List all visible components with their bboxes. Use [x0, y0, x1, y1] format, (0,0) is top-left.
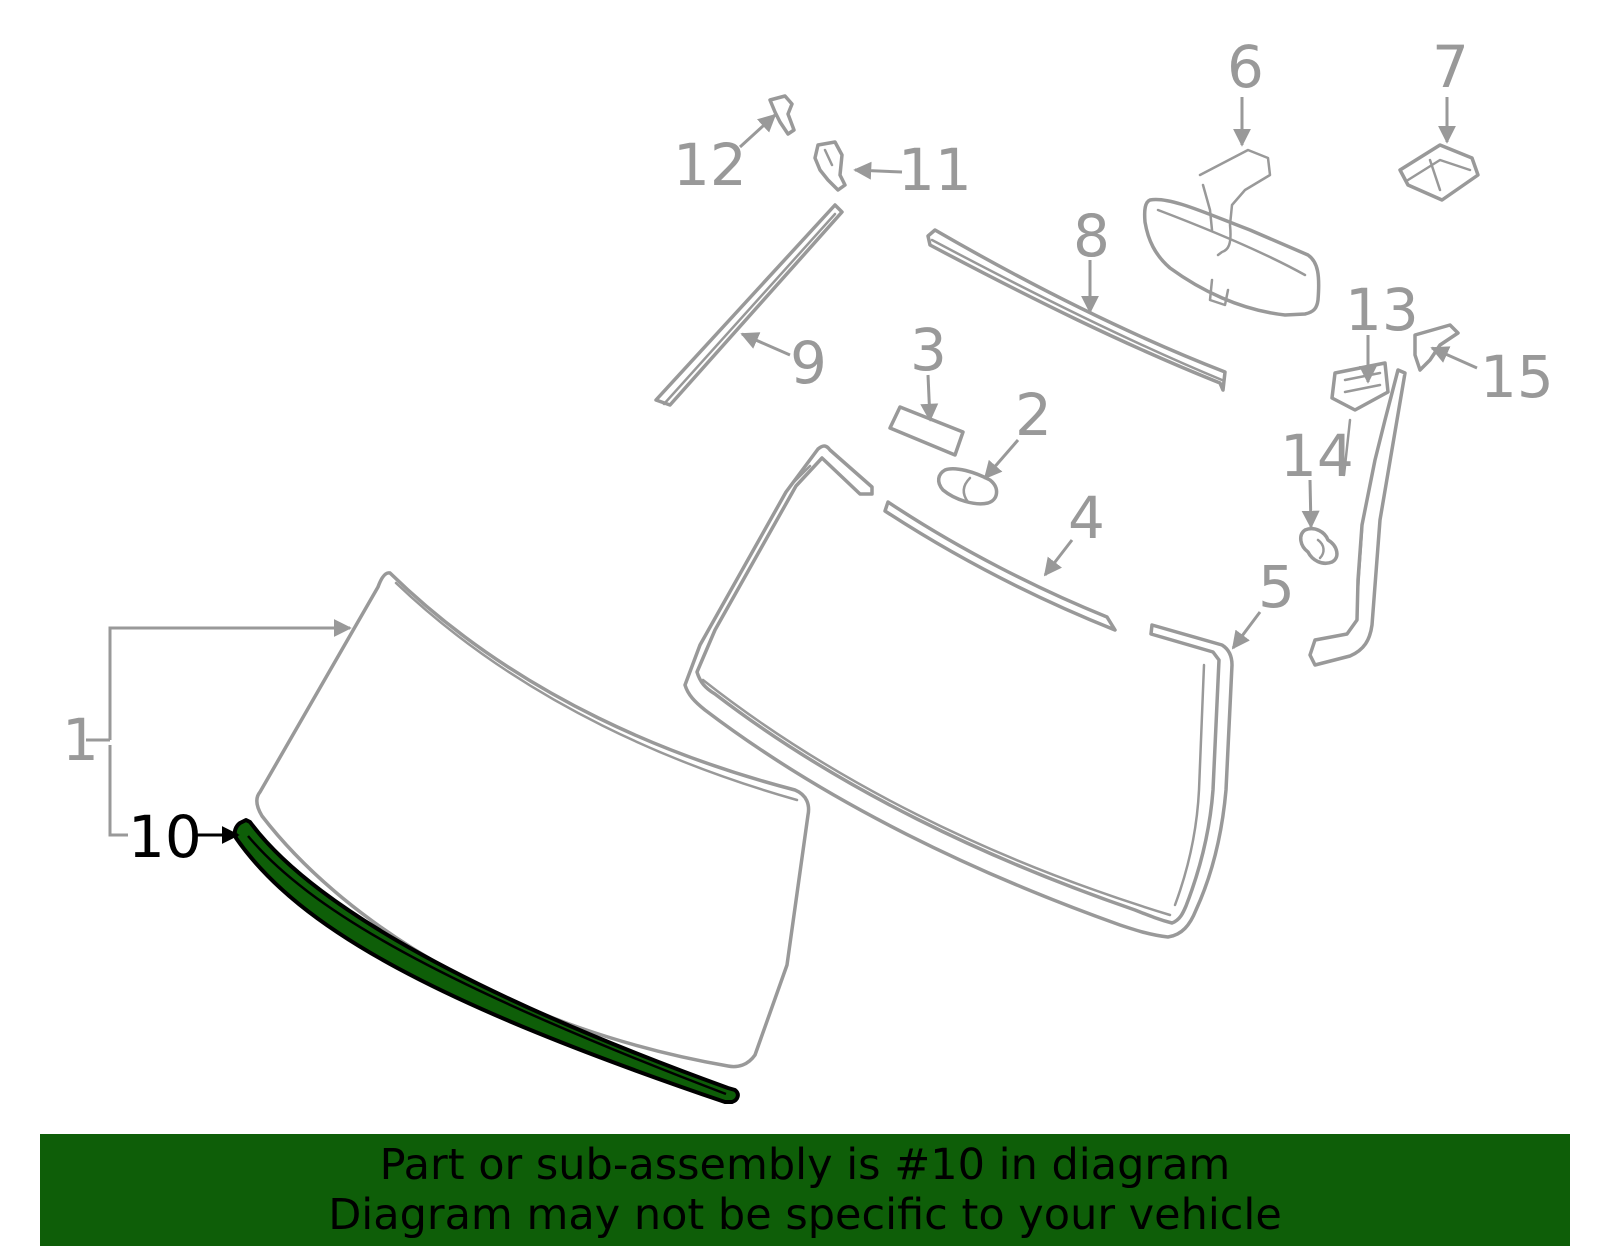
- rearview-mirror-part-6[interactable]: [1142, 148, 1321, 317]
- clip-part-15[interactable]: [1413, 323, 1460, 372]
- bracket-part-13[interactable]: [1330, 361, 1390, 412]
- clip-part-12[interactable]: [768, 94, 796, 136]
- banner-line-2: Diagram may not be specific to your vehi…: [328, 1190, 1282, 1240]
- lower-molding-part-10[interactable]: [232, 818, 740, 1104]
- callout-15: 15: [1480, 343, 1554, 411]
- callout-13: 13: [1345, 276, 1419, 344]
- callout-9: 9: [790, 329, 827, 397]
- callout-4: 4: [1068, 484, 1105, 552]
- windshield-glass[interactable]: [255, 571, 811, 1069]
- upper-molding-part-4[interactable]: [883, 500, 1117, 632]
- callout-2: 2: [1015, 381, 1052, 449]
- windshield-seal-part-5[interactable]: [683, 444, 1234, 939]
- callout-3: 3: [910, 316, 947, 384]
- roof-molding-part-8[interactable]: [926, 228, 1227, 392]
- callout-10: 10: [128, 803, 202, 871]
- clip-part-11[interactable]: [813, 140, 847, 192]
- pad-part-3[interactable]: [888, 405, 965, 457]
- info-banner: Part or sub-assembly is #10 in diagram D…: [40, 1134, 1570, 1246]
- callout-8: 8: [1073, 202, 1110, 270]
- callout-12: 12: [673, 131, 747, 199]
- side-molding-part-9[interactable]: [654, 203, 844, 407]
- callout-1: 1: [62, 706, 99, 774]
- callout-14: 14: [1280, 422, 1354, 490]
- cover-part-7[interactable]: [1398, 143, 1480, 202]
- banner-line-1: Part or sub-assembly is #10 in diagram: [379, 1140, 1231, 1190]
- callout-11: 11: [898, 136, 972, 204]
- pillar-bracket[interactable]: [1308, 368, 1407, 667]
- sensor-part-2[interactable]: [936, 467, 999, 506]
- leader-lines: [86, 97, 1478, 844]
- plug-part-14[interactable]: [1299, 527, 1339, 565]
- callout-7: 7: [1432, 33, 1469, 101]
- callout-5: 5: [1258, 553, 1295, 621]
- callout-6: 6: [1227, 33, 1264, 101]
